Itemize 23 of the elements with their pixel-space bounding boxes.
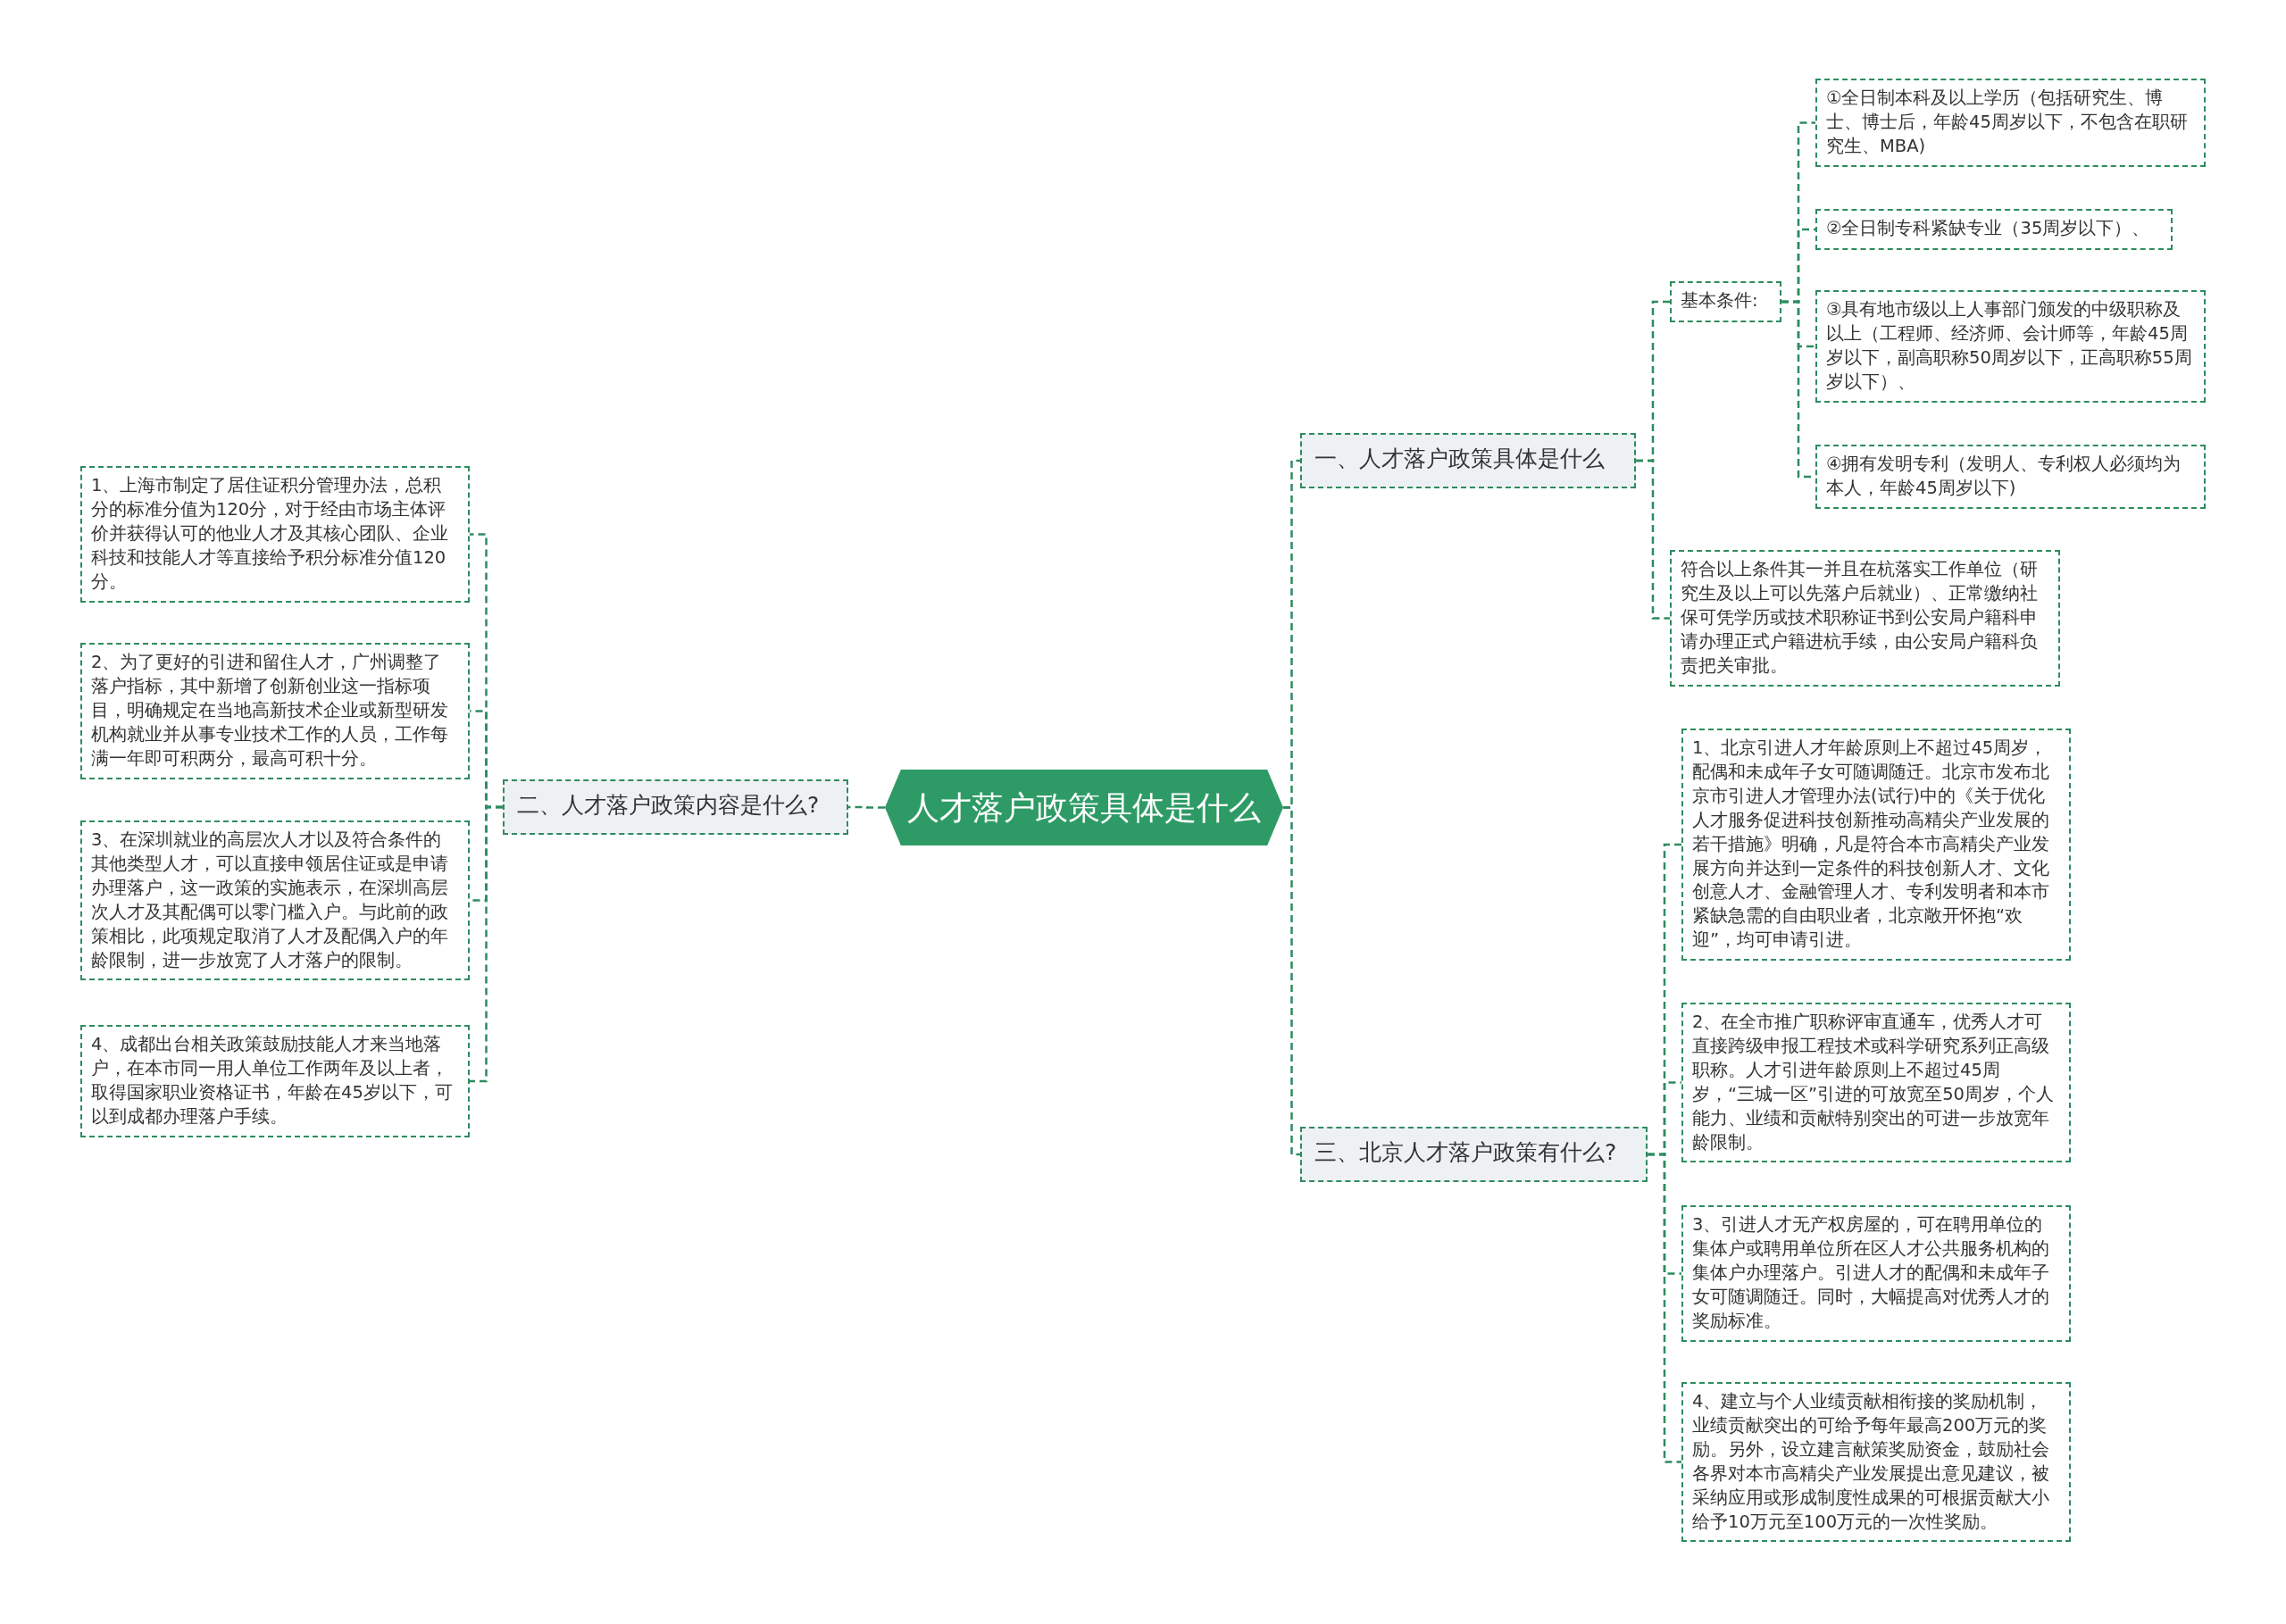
note-box: 2、为了更好的引进和留住人才，广州调整了落户指标，其中新增了创新创业这一指标项目，明确规定在当地高新技术企业或新型研发机构就业并从事专业技术工作的人员，工作每满一年即可积两分，最高可积十分。: [80, 643, 470, 779]
note-box: ②全日制专科紧缺专业（35周岁以下）、: [1815, 209, 2173, 250]
connector: [470, 805, 503, 1083]
note-box: ①全日制本科及以上学历（包括研究生、博士、博士后，年龄45周岁以下，不包含在职研究生、MBA): [1815, 79, 2206, 167]
note-box: 3、引进人才无产权房屋的，可在聘用单位的集体户或聘用单位所在区人才公共服务机构的集体户办理落户。引进人才的配偶和未成年子女可随调随迁。同时，大幅提高对优秀人才的奖励标准。: [1681, 1205, 2071, 1342]
topic-box: 三、北京人才落户政策有什么?: [1300, 1127, 1648, 1182]
connector: [848, 805, 885, 809]
note-box: ④拥有发明专利（发明人、专利权人必须均为本人，年龄45周岁以下): [1815, 445, 2206, 509]
note-box: 4、成都出台相关政策鼓励技能人才来当地落户，在本市同一用人单位工作两年及以上者，取得国家职业资格证书，年龄在45岁以下，可以到成都办理落户手续。: [80, 1025, 470, 1137]
topic-box: 二、人才落户政策内容是什么?: [503, 779, 848, 835]
note-box: 基本条件:: [1670, 281, 1781, 322]
central-topic: 人才落户政策具体是什么: [885, 770, 1283, 845]
note-box: 3、在深圳就业的高层次人才以及符合条件的其他类型人才，可以直接申领居住证或是申请办理落户，这一政策的实施表示，在深圳高层次人才及其配偶可以零门槛入户。与此前的政策相比，此项规定取消了人才及配偶入户的年龄限制，进一步放宽了人才落户的限制。: [80, 820, 470, 981]
note-box: 符合以上条件其一并且在杭落实工作单位（研究生及以上可以先落户后就业）、正常缴纳社保可凭学历或技术职称证书到公安局户籍科申请办理正式户籍进杭手续，由公安局户籍科负责把关审批。: [1670, 550, 2060, 687]
note-box: ③具有地市级以上人事部门颁发的中级职称及以上（工程师、经济师、会计师等，年龄45周岁以下，副高职称50周岁以下，正高职称55周岁以下）、: [1815, 290, 2206, 403]
note-box: 4、建立与个人业绩贡献相衔接的奖励机制，业绩贡献突出的可给予每年最高200万元的奖励。另外，设立建言献策奖励资金，鼓励社会各界对本市高精尖产业发展提出意见建议，被采纳应用或形成制度性成果的可根据贡献大小给予10万元至100万元的一次性奖励。: [1681, 1382, 2071, 1543]
topic-box: 一、人才落户政策具体是什么: [1300, 433, 1636, 488]
connector: [1283, 806, 1300, 1156]
note-box: 1、北京引进人才年龄原则上不超过45周岁，配偶和未成年子女可随调随迁。北京市发布北京市引进人才管理办法(试行)中的《关于优化人才服务促进科技创新推动高精尖产业发展的若干措施》明确，凡是符合本市高精尖产业发展方向并达到一定条件的科技创新人才、文化创意人才、金融管理人才、专利发明者和本市紧缺急需的自由职业者，北京敞开怀抱“欢迎”，均可申请引进。: [1681, 729, 2071, 962]
note-box: 2、在全市推广职称评审直通车，优秀人才可直接跨级申报工程技术或科学研究系列正高级职称。人才引进年龄原则上不超过45周岁，“三城一区”引进的可放宽至50周岁，个人能力、业绩和贡献特别突出的可进一步放宽年龄限制。: [1681, 1003, 2071, 1163]
note-box: 1、上海市制定了居住证积分管理办法，总积分的标准分值为120分，对于经由市场主体评价并获得认可的他业人才及其核心团队、企业科技和技能人才等直接给予积分标准分值120分。: [80, 466, 470, 603]
connector: [1648, 1153, 1681, 1463]
connector: [1636, 459, 1670, 620]
